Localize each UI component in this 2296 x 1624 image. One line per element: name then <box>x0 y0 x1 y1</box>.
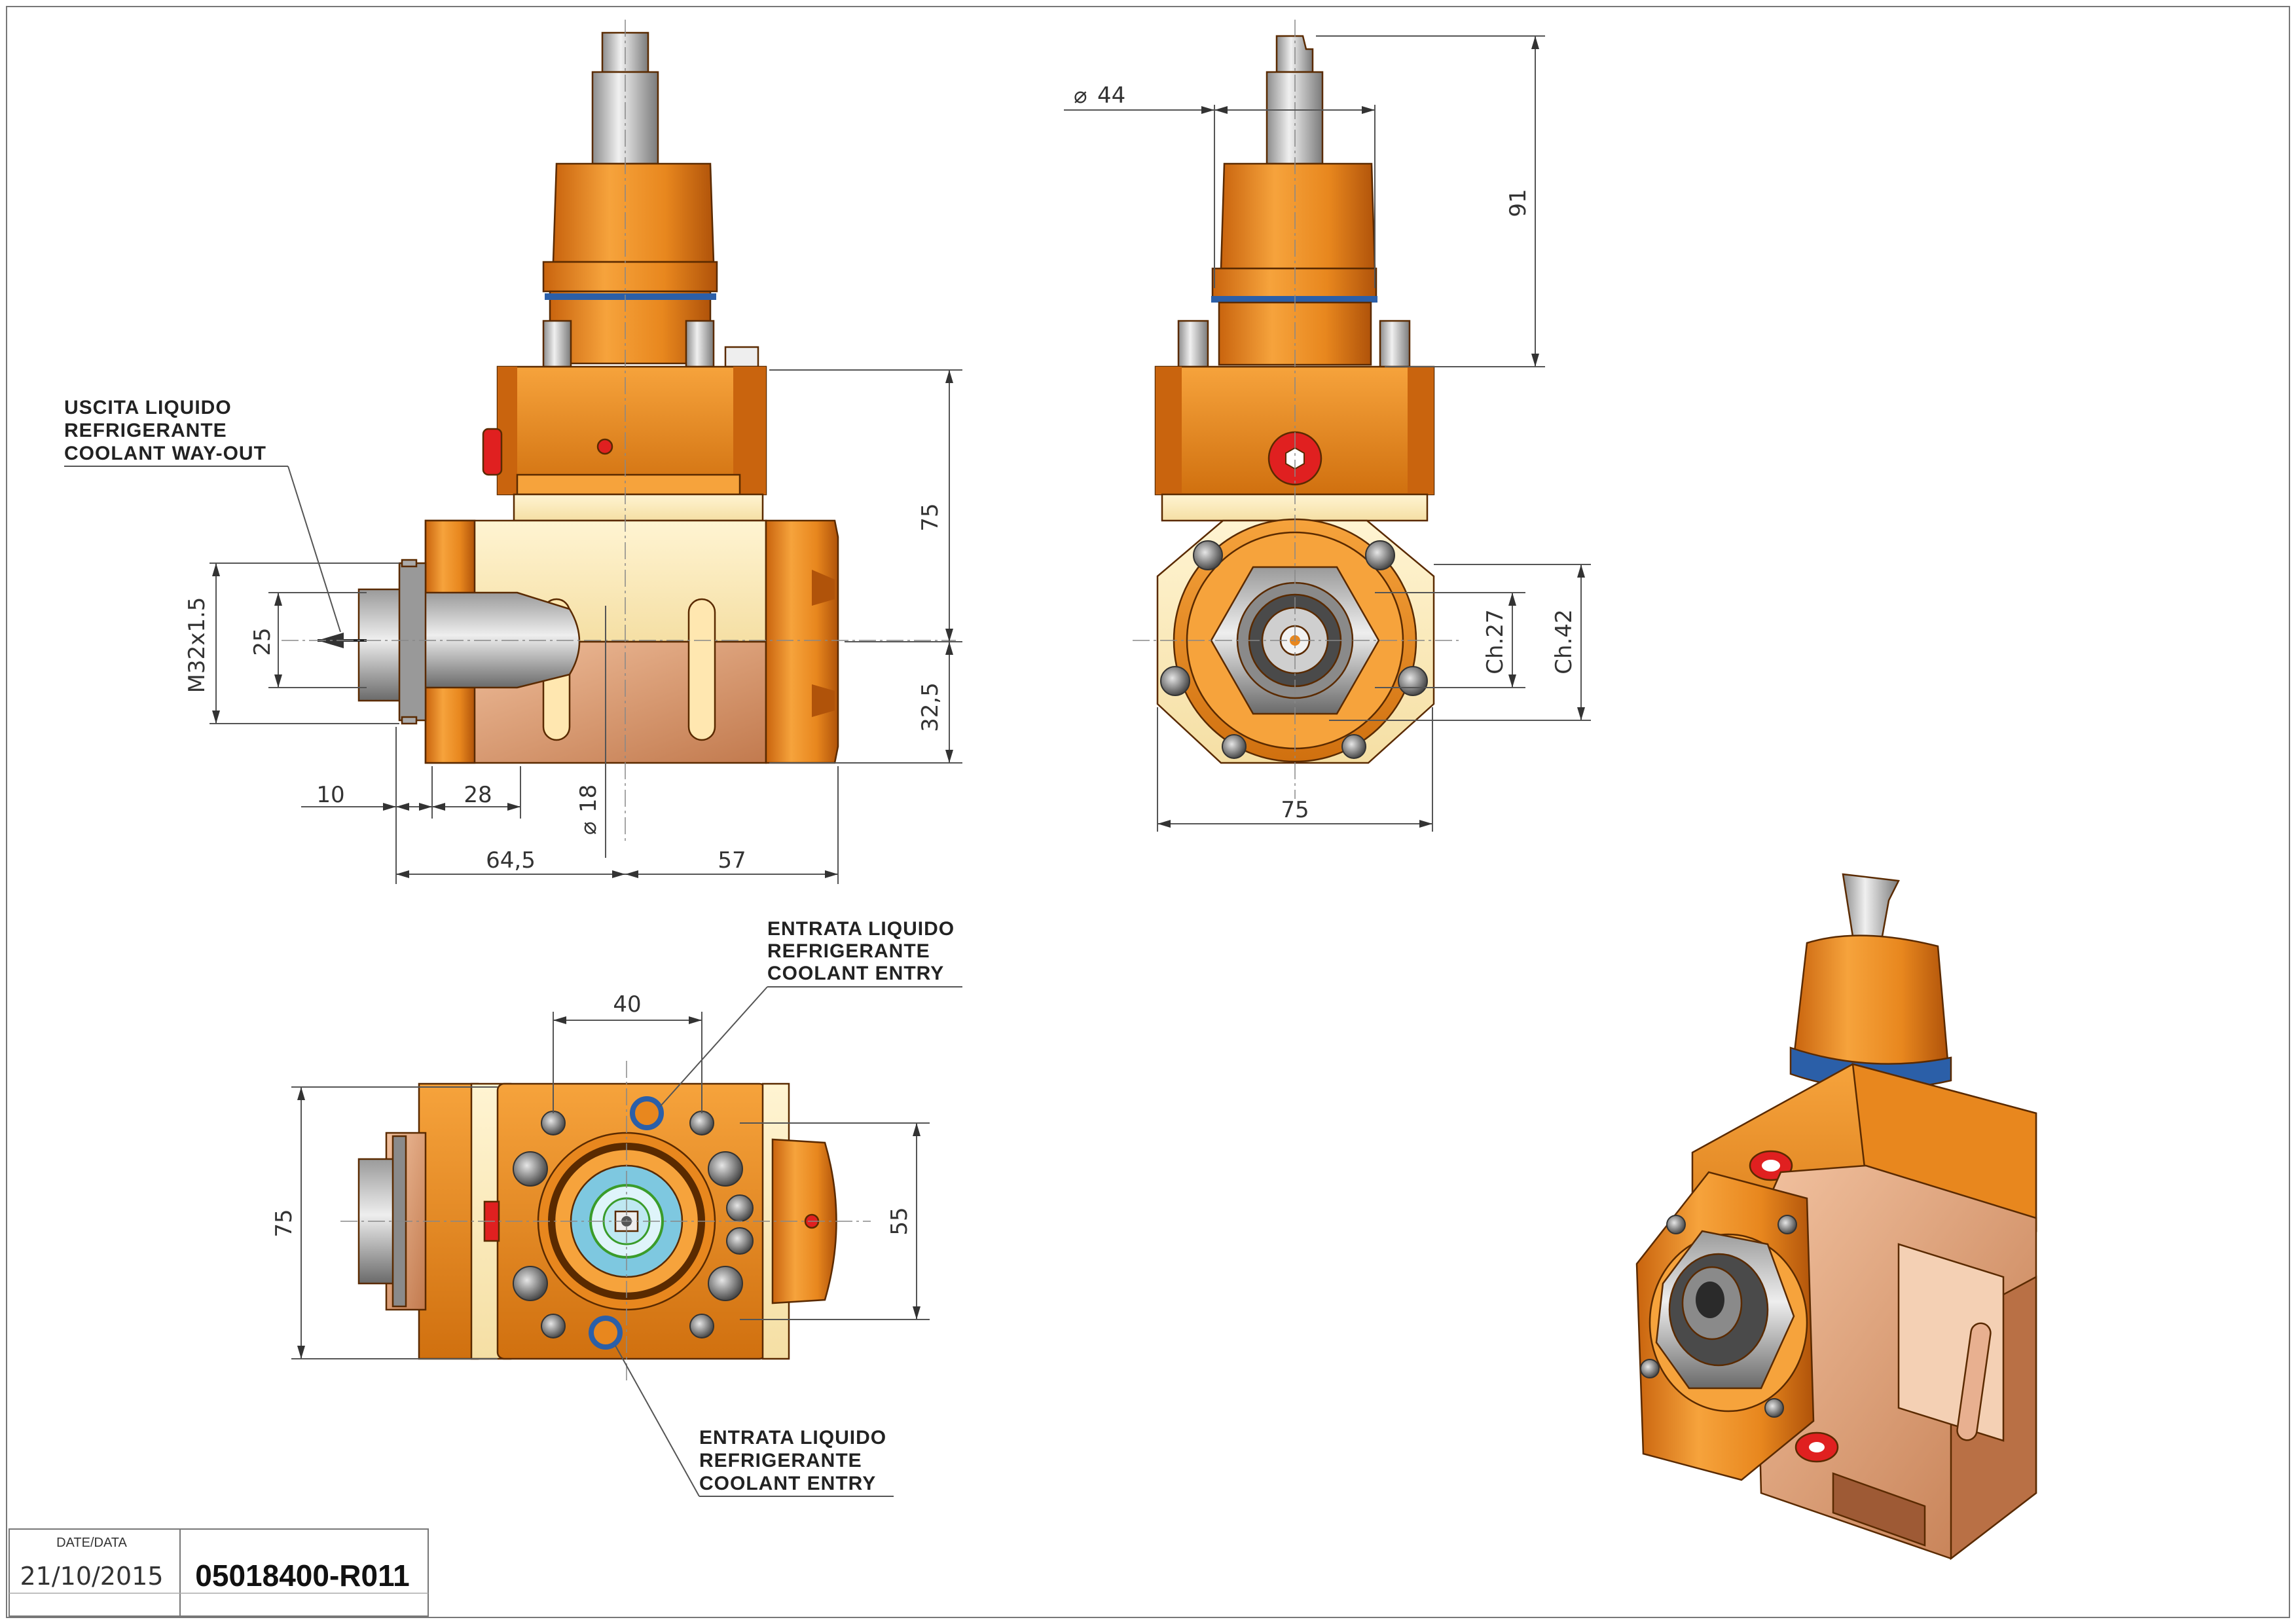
top-view <box>340 1061 871 1382</box>
note-coolant-out: USCITA LIQUIDO REFRIGERANTE COOLANT WAY-… <box>64 397 341 633</box>
dim-top-height: 75 <box>271 1209 297 1237</box>
dim-shank-dia-symbol: ⌀ <box>1074 83 1087 109</box>
dim-thread: M32x1.5 <box>184 597 210 693</box>
svg-text:COOLANT WAY-OUT: COOLANT WAY-OUT <box>64 443 266 464</box>
dim-top-height: 91 <box>1505 189 1531 217</box>
dim-ch-large: Ch.42 <box>1551 609 1577 674</box>
dim-bore: 18 <box>575 784 602 813</box>
sheet-border <box>6 6 2290 1618</box>
dim-front-width: 75 <box>1281 797 1309 823</box>
svg-text:REFRIGERANTE: REFRIGERANTE <box>64 420 227 441</box>
dim-thread-dia: 25 <box>249 627 276 655</box>
isometric-view <box>1635 873 2037 1560</box>
dim-ch-small: Ch.27 <box>1482 609 1508 674</box>
dim-collet-len: 28 <box>464 782 492 808</box>
drawing-code: 05018400-R011 <box>195 1559 409 1593</box>
top-view-dimensions: 40 75 55 <box>271 991 930 1359</box>
dim-hole-spacing: 40 <box>613 991 641 1018</box>
dim-right-len: 57 <box>718 847 746 874</box>
svg-text:ENTRATA LIQUIDO: ENTRATA LIQUIDO <box>767 918 955 940</box>
front-view <box>1133 20 1460 799</box>
svg-text:COOLANT ENTRY: COOLANT ENTRY <box>767 963 944 984</box>
dim-lower-height: 32,5 <box>917 682 943 732</box>
svg-text:USCITA LIQUIDO: USCITA LIQUIDO <box>64 397 232 418</box>
title-block: DATE/DATA 21/10/2015 05018400-R011 <box>9 1528 429 1617</box>
dim-nose-len: 10 <box>316 782 344 808</box>
date-label: DATE/DATA <box>56 1536 127 1550</box>
svg-text:REFRIGERANTE: REFRIGERANTE <box>699 1450 862 1471</box>
side-view-dimensions: 75 32,5 M32x1.5 25 10 28 64,5 57 ⌀ 18 <box>184 369 962 884</box>
svg-text:REFRIGERANTE: REFRIGERANTE <box>767 940 930 962</box>
side-view <box>282 20 956 845</box>
dim-top-width-right: 55 <box>886 1207 913 1235</box>
drawing-date: 21/10/2015 <box>20 1562 163 1591</box>
dim-bore-symbol: ⌀ <box>575 822 602 835</box>
svg-text:COOLANT ENTRY: COOLANT ENTRY <box>699 1473 876 1494</box>
dim-left-len: 64,5 <box>486 847 536 874</box>
dim-shank-dia: 44 <box>1097 83 1125 109</box>
note-coolant-entry-top: ENTRATA LIQUIDO REFRIGERANTE COOLANT ENT… <box>659 918 962 1107</box>
svg-text:ENTRATA LIQUIDO: ENTRATA LIQUIDO <box>699 1427 886 1449</box>
note-coolant-entry-bottom: ENTRATA LIQUIDO REFRIGERANTE COOLANT ENT… <box>615 1345 894 1497</box>
dim-body-height: 75 <box>917 503 943 531</box>
front-view-dimensions: ⌀ 44 91 Ch.27 Ch.42 75 <box>1064 35 1591 832</box>
